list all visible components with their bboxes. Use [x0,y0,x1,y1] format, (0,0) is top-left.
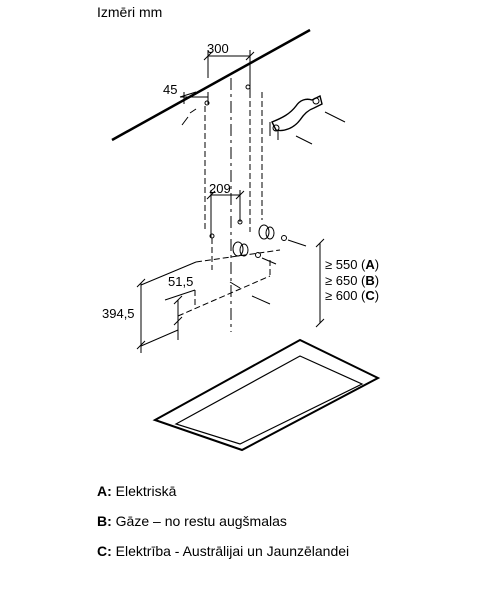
hob-inner [174,355,364,445]
dim-209-label: 209 [209,181,231,196]
wall-plug [232,241,244,257]
dim-51-5-label: 51,5 [168,274,193,289]
mounting-bracket [271,94,323,132]
legend-item-a: A: Elektriskā [97,483,177,499]
hob-outline [152,338,381,452]
diagram-title: Izmēri mm [97,4,163,20]
clearance-label-a: ≥ 550 (A) [325,257,379,272]
wall-plug [258,224,270,240]
legend-item-b: B: Gāze – no restu augšmalas [97,513,287,529]
legend-item-c: C: Elektrība - Austrālijai un Jaunzēland… [97,543,350,559]
clearance-label-b: ≥ 650 (B) [325,273,379,288]
ceiling-edge-line [111,28,311,142]
dim-394-5-label: 394,5 [102,306,135,321]
mount-hole [204,100,210,106]
installation-diagram: 300 45 209 51,5 394,5 ≥ 550 (A) ≥ 650 (B… [102,28,381,452]
dim-300-label: 300 [207,41,229,56]
mount-hole [245,84,251,90]
clearance-label-c: ≥ 600 (C) [325,288,379,303]
dim-45-label: 45 [163,82,177,97]
mount-hole [237,219,243,225]
